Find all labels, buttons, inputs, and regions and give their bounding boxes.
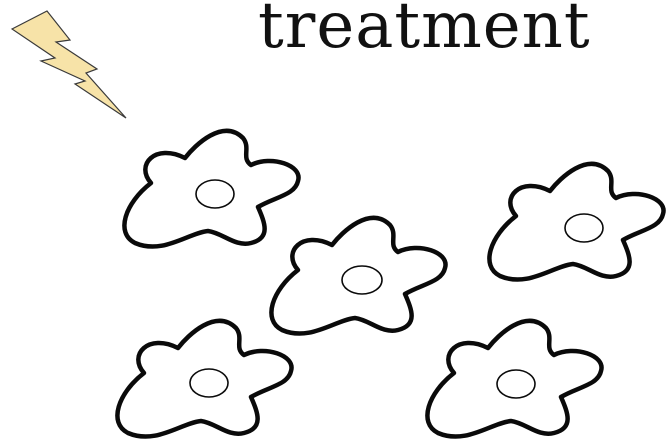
cell-nucleus [190,369,228,397]
cell-bottom-right [427,321,601,437]
cell-top-left [124,131,298,247]
cell-center [271,218,445,334]
cell-nucleus [497,370,535,398]
cell-bottom-left [117,321,291,437]
cell-nucleus [342,266,382,294]
cell-right [489,164,663,280]
cell-nucleus [565,214,603,242]
lightning-bolt-icon [12,11,126,118]
cell-nucleus [196,180,234,208]
